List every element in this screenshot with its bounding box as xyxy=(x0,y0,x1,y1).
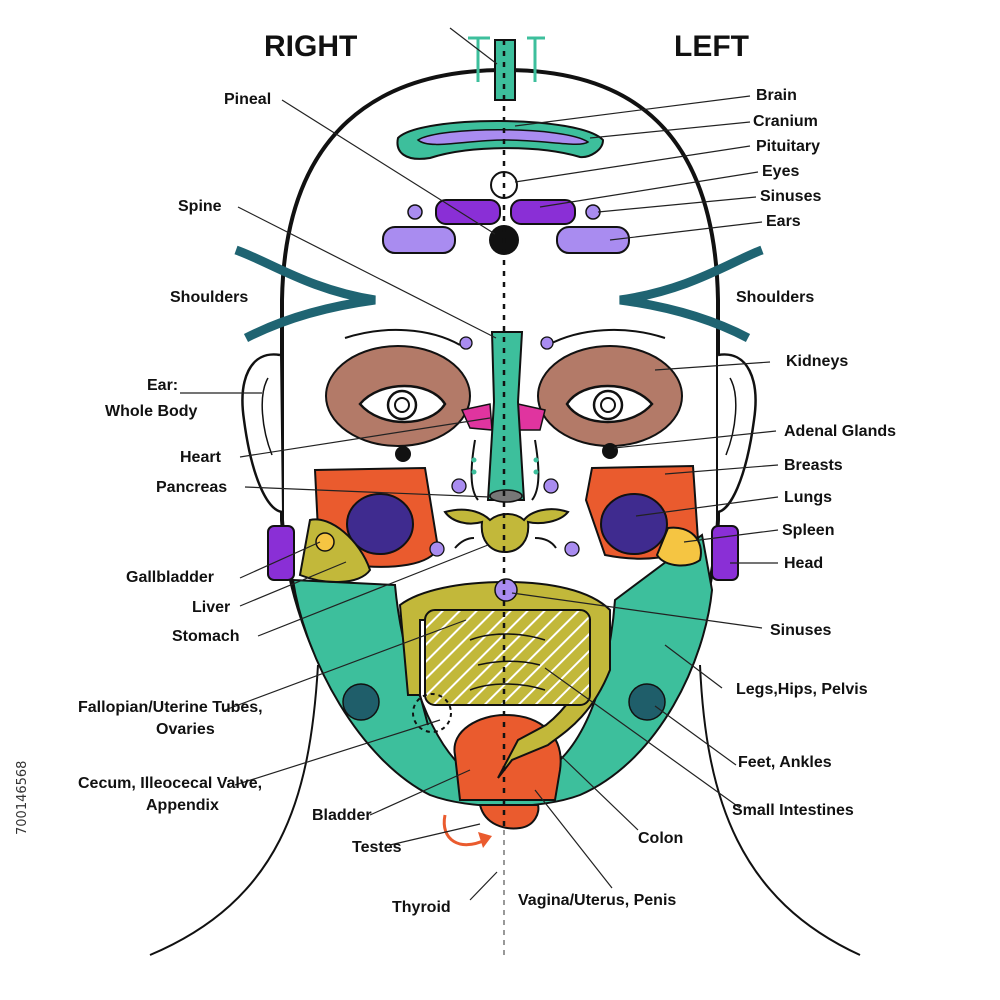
mouth-mark-right xyxy=(454,537,475,549)
label-sinuses-top: Sinuses xyxy=(760,188,821,205)
adrenal-left xyxy=(602,443,618,459)
small-intestines-zone xyxy=(424,609,591,706)
heading-right: RIGHT xyxy=(264,30,357,63)
liver-zone xyxy=(298,518,372,583)
intestine-fold xyxy=(469,633,546,691)
label-stomach: Stomach xyxy=(172,628,240,645)
gallbladder-zone xyxy=(315,532,335,552)
label-thyroid: Thyroid xyxy=(392,899,451,916)
stomach-zone xyxy=(443,508,570,554)
label-head: Head xyxy=(784,555,823,572)
sinuses-chin-dot xyxy=(494,578,518,602)
eyes-zone-left xyxy=(510,199,576,225)
label-legs: Legs,Hips, Pelvis xyxy=(736,681,868,698)
mouth-mark-left xyxy=(534,537,557,549)
label-heart: Heart xyxy=(180,449,222,466)
legs-hips-pelvis-zone xyxy=(291,533,714,808)
label-spine: Spine xyxy=(178,198,222,215)
face-dots xyxy=(429,336,580,557)
right-pupil xyxy=(394,397,410,413)
shoulders-right xyxy=(234,245,376,343)
lungs-left xyxy=(600,493,668,555)
fallopian-marker xyxy=(412,693,452,733)
feet-ankles-left xyxy=(628,683,666,721)
right-eyebrow xyxy=(344,328,461,346)
teal-t-marks xyxy=(468,36,545,82)
adrenal-right xyxy=(395,446,411,462)
ears-zone-right xyxy=(382,226,456,254)
label-adrenal: Adenal Glands xyxy=(784,423,896,440)
lungs-right xyxy=(346,493,414,555)
label-ears: Ears xyxy=(766,213,801,230)
right-ear xyxy=(241,353,283,514)
ears-zone-left xyxy=(556,226,630,254)
label-ear-line1: Ear: xyxy=(147,377,178,394)
label-pituitary: Pituitary xyxy=(756,138,820,155)
head-zone-left xyxy=(711,525,739,581)
label-breasts: Breasts xyxy=(784,457,843,474)
right-ear-inner xyxy=(261,377,273,456)
shoulders-left xyxy=(619,245,764,342)
nose-outline xyxy=(470,439,540,501)
heading-left: LEFT xyxy=(674,30,749,63)
label-brain: Brain xyxy=(756,87,797,104)
label-small-intestines: Small Intestines xyxy=(732,802,854,819)
appendix-tube xyxy=(419,694,429,726)
brain-zone xyxy=(416,129,590,146)
label-colon: Colon xyxy=(638,830,683,847)
left-eyebrow xyxy=(547,328,666,346)
label-pineal: Pineal xyxy=(224,91,271,108)
label-eyes: Eyes xyxy=(762,163,799,180)
label-spleen: Spleen xyxy=(782,522,834,539)
neck-outline xyxy=(149,664,319,956)
label-bladder: Bladder xyxy=(312,807,372,824)
sinuses-forehead-right xyxy=(407,204,423,220)
left-ear xyxy=(717,353,757,514)
label-shoulders-left: Shoulders xyxy=(736,289,814,306)
sinuses-forehead-left xyxy=(585,204,601,220)
label-sinuses-chin: Sinuses xyxy=(770,622,831,639)
head-zone-right xyxy=(267,525,295,581)
label-vagina: Vagina/Uterus, Penis xyxy=(518,892,676,909)
testes-arrow xyxy=(442,814,486,847)
neck-outline-left xyxy=(699,664,861,956)
label-ear-line2: Whole Body xyxy=(105,403,198,420)
testes-arrowhead xyxy=(478,832,492,848)
label-shoulders-right: Shoulders xyxy=(170,289,248,306)
pancreas-zone xyxy=(489,489,523,503)
left-ear-inner xyxy=(725,377,737,456)
label-cecum-line2: Appendix xyxy=(146,797,219,814)
label-lungs: Lungs xyxy=(784,489,832,506)
label-cranium: Cranium xyxy=(753,113,818,130)
label-cecum-line1: Cecum, Illeocecal Valve, xyxy=(78,775,262,792)
label-liver: Liver xyxy=(192,599,230,616)
leader-lines xyxy=(180,27,779,901)
label-pancreas: Pancreas xyxy=(156,479,227,496)
stock-id: 700146568 xyxy=(15,761,30,835)
feet-ankles-right xyxy=(342,683,380,721)
vagina-uterus-zone xyxy=(478,804,540,830)
face-dots-small xyxy=(471,457,539,475)
label-kidneys: Kidneys xyxy=(786,353,848,370)
label-testes: Testes xyxy=(352,839,402,856)
label-fallopian-line2: Ovaries xyxy=(156,721,215,738)
eyes-zone-right xyxy=(435,199,501,225)
spine-zone-nose xyxy=(486,331,526,501)
label-feet: Feet, Ankles xyxy=(738,754,832,771)
left-pupil xyxy=(600,397,616,413)
forehead-spine-strip xyxy=(494,39,516,101)
label-gallbladder: Gallbladder xyxy=(126,569,214,586)
spleen-zone xyxy=(655,526,702,567)
label-fallopian-line1: Fallopian/Uterine Tubes, xyxy=(78,699,263,716)
